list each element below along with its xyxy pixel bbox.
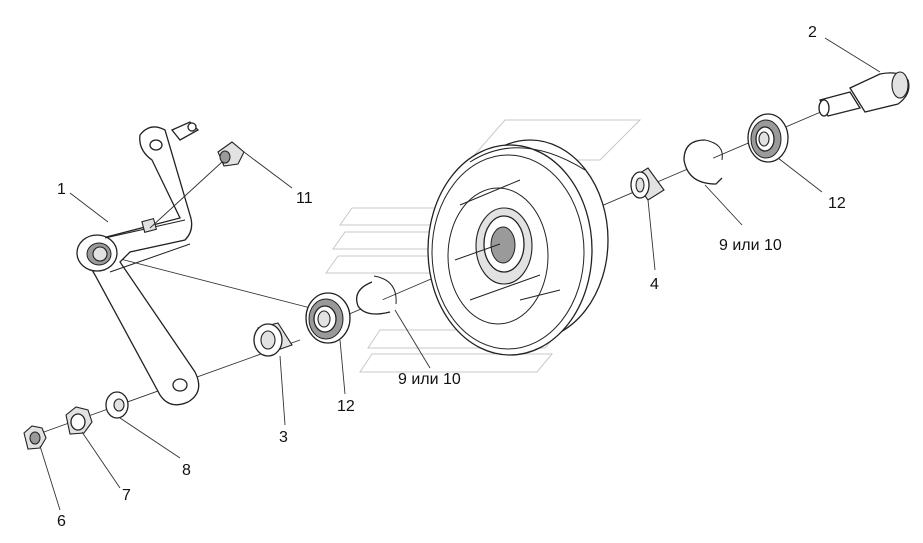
- nut-7: [65, 406, 93, 435]
- pulley-wheel: [427, 139, 609, 356]
- callout-9-10-center: 9 или 10: [398, 371, 461, 388]
- axle-bolt-2: [818, 37, 910, 117]
- callout-3: 3: [279, 429, 288, 446]
- nut-6: [23, 425, 47, 450]
- washer-8: [105, 391, 129, 419]
- lever-arm: [76, 121, 200, 406]
- ball-bearing-left: [305, 292, 351, 344]
- callout-1: 1: [57, 181, 66, 198]
- callout-9-10-right: 9 или 10: [719, 237, 782, 254]
- callout-7: 7: [122, 487, 131, 504]
- retaining-ring-right: [683, 139, 743, 226]
- callout-2: 2: [808, 24, 817, 41]
- axis-line: [104, 254, 331, 314]
- spacer-bushing-3: [253, 322, 293, 357]
- spacer-sleeve-4: [630, 167, 665, 271]
- callout-4: 4: [650, 276, 659, 293]
- retaining-ring-center: [355, 281, 391, 315]
- grease-nipple: [149, 141, 293, 229]
- callout-8: 8: [182, 462, 191, 479]
- callout-11: 11: [296, 190, 313, 207]
- callout-6: 6: [57, 513, 66, 530]
- callout-12-right: 12: [828, 195, 846, 212]
- ball-bearing-right: [747, 113, 823, 193]
- callout-12-left: 12: [337, 398, 355, 415]
